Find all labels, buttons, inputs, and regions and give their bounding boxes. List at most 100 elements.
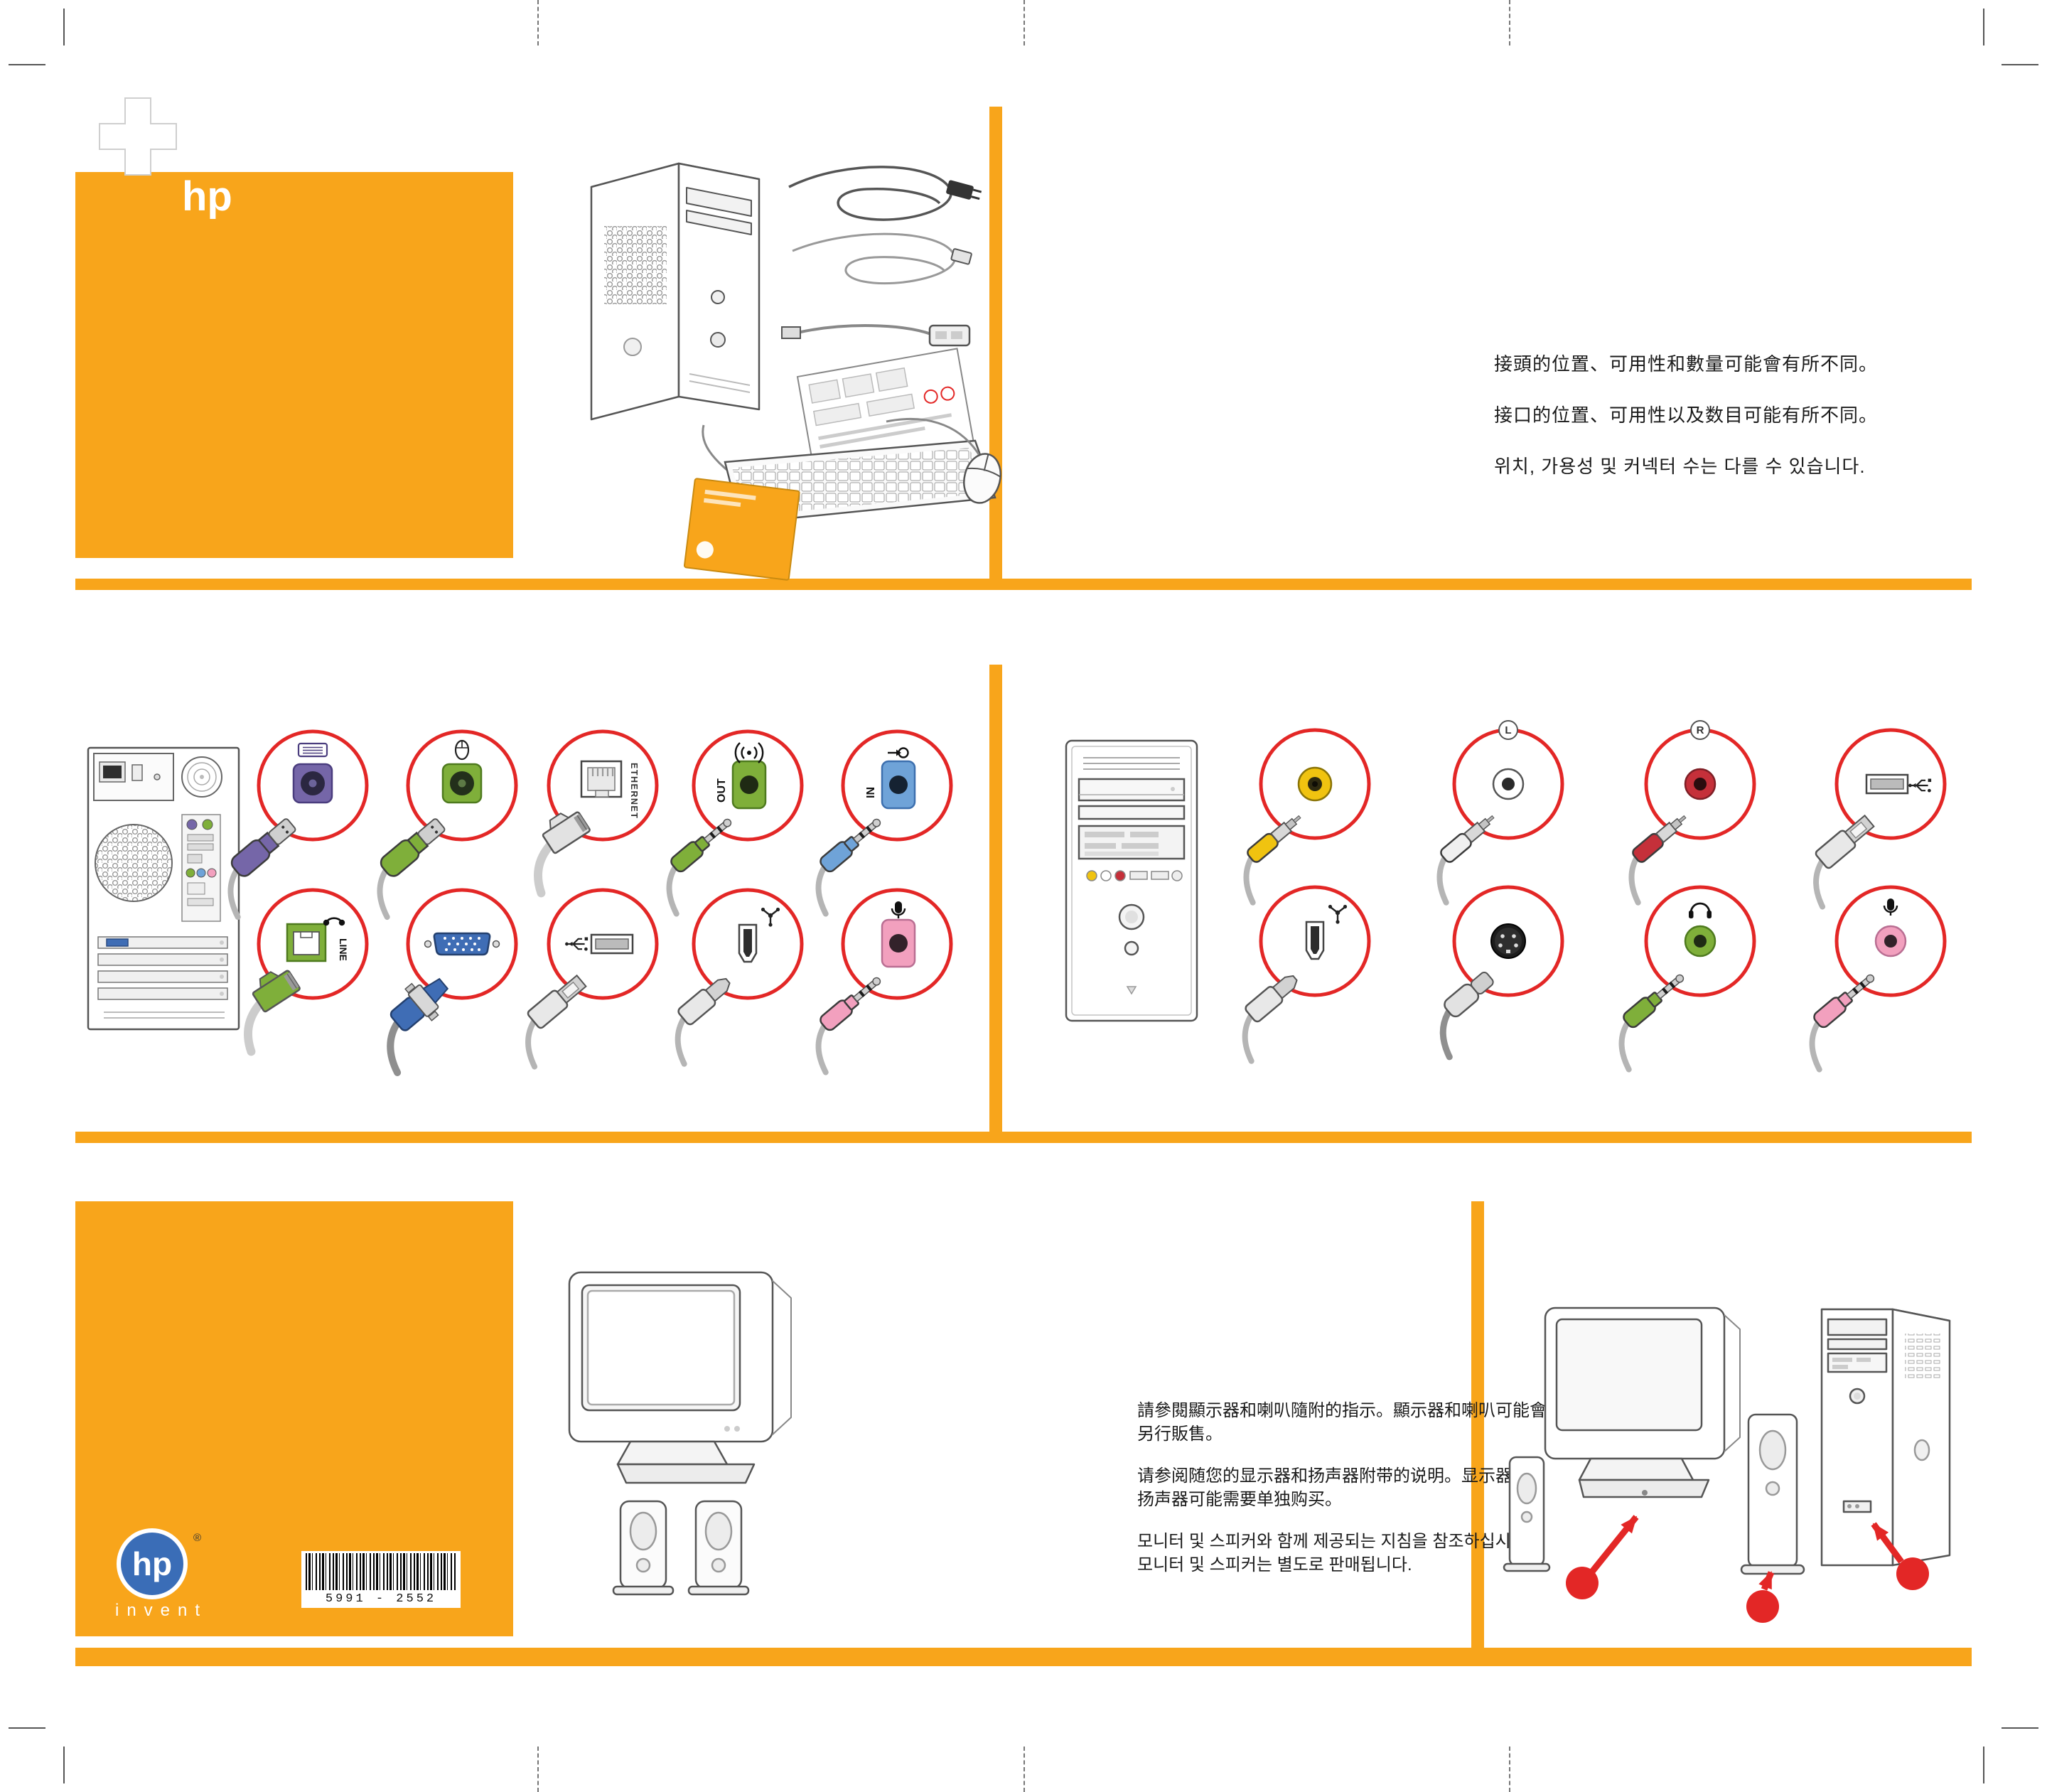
line-label: LINE: [338, 938, 349, 961]
microphone-icon: [1883, 898, 1898, 916]
usb-port-icon: [1865, 773, 1933, 795]
microphone-icon: [891, 901, 906, 918]
hp-logo-text: hp: [132, 1545, 172, 1582]
hp-wordmark: hp: [182, 173, 232, 220]
crop-mark: [1983, 9, 1984, 45]
divider-horizontal-middle: [75, 1132, 1972, 1143]
ps2-mouse-port-icon: [441, 739, 483, 804]
connection-marker-speaker: [1746, 1590, 1779, 1623]
connection-arrow-speaker: [1758, 1571, 1775, 1591]
note-line: 另行販售。: [1137, 1425, 1223, 1444]
ps2-keyboard-port-icon: [292, 742, 333, 804]
divider-vertical-bottom: [1471, 1201, 1484, 1662]
vga-port-icon: [424, 932, 500, 956]
fold-mark: [537, 1747, 539, 1792]
speaker-out-icon: [734, 742, 764, 763]
monitor-speaker-notes: 請參閱顯示器和喇叭隨附的指示。顯示器和喇叭可能會 另行販售。 请参阅随您的显示器…: [1137, 1399, 1547, 1595]
pc-tower-illustration: [590, 162, 761, 421]
right-channel-badge: R: [1690, 720, 1710, 740]
front-connector-diagram: L R: [1221, 720, 1947, 1061]
connection-markers: [1566, 1515, 1929, 1623]
ethernet-port-icon: ETHERNET: [580, 760, 639, 819]
connector-front-audio-left: L: [1418, 720, 1564, 903]
crop-mark: [9, 64, 45, 65]
connector-back-ps2-mouse: [356, 729, 518, 917]
connector-variation-notes: 接頭的位置、可用性和數量可能會有所不同。 接口的位置、可用性以及数目可能有所不同…: [1494, 350, 1878, 503]
audio-out-label: OUT: [716, 778, 728, 803]
crop-mark: [2002, 64, 2038, 65]
invent-label: invent: [115, 1601, 208, 1620]
barcode: 5991 - 2552: [301, 1551, 461, 1608]
barcode-bars: [306, 1553, 456, 1590]
connection-arrow-monitor: [1589, 1515, 1639, 1574]
connector-back-audio-in: IN: [797, 729, 953, 914]
registered-mark: ®: [193, 1532, 201, 1544]
headphones-icon: [1689, 902, 1712, 918]
manual-booklet-illustration: [683, 478, 800, 581]
audio-out-port-icon: OUT: [716, 742, 767, 810]
fold-mark: [1024, 1747, 1025, 1792]
note-zh-hant: 接頭的位置、可用性和數量可能會有所不同。: [1494, 353, 1879, 375]
note-line: 请参阅随您的显示器和扬声器附带的说明。显示器和: [1137, 1466, 1530, 1486]
note-line: 扬声器可能需要单独购买。: [1137, 1490, 1342, 1509]
left-channel-badge: L: [1498, 720, 1518, 740]
usb-extension-illustration: [781, 324, 971, 347]
hp-plus-mark: [99, 97, 177, 176]
brand-block-top-left: [75, 172, 513, 558]
note-zh-hans: 接口的位置、可用性以及数目可能有所不同。: [1494, 404, 1879, 426]
ethernet-label: ETHERNET: [629, 763, 639, 819]
headphones-port-icon: [1684, 902, 1716, 957]
microphone-port-icon: [1874, 898, 1907, 957]
phone-icon: [323, 917, 345, 926]
audio-right-port-icon: [1684, 768, 1716, 800]
pc-back-panel-illustration: [87, 746, 240, 1031]
usb-port-icon: [564, 933, 634, 955]
connector-front-usb: [1793, 728, 1947, 907]
connector-front-microphone: [1790, 885, 1947, 1070]
crop-mark: [63, 9, 65, 45]
crop-mark: [2002, 1727, 2038, 1729]
hp-invent-logo: hp ®: [117, 1528, 201, 1599]
connector-front-svideo: [1420, 885, 1564, 1057]
divider-vertical-middle: [989, 665, 1002, 1137]
box-contents-illustration: [590, 162, 1001, 581]
setup-connections-illustration: [1503, 1307, 1951, 1623]
note-line: 모니터 및 스피커와 함께 제공되는 지침을 참조하십시오.: [1137, 1532, 1532, 1551]
setup-sheet-illustration: [796, 348, 975, 475]
fold-mark: [1509, 1747, 1510, 1792]
power-cable-illustration: [788, 166, 982, 221]
right-channel-label: R: [1697, 724, 1704, 736]
connector-back-audio-out: OUT: [648, 729, 804, 914]
connector-back-microphone: [797, 888, 953, 1073]
connector-back-ethernet: ETHERNET: [510, 729, 659, 893]
note-zh-hans: 请参阅随您的显示器和扬声器附带的说明。显示器和 扬声器可能需要单独购买。: [1137, 1464, 1547, 1511]
fold-mark: [1024, 0, 1025, 45]
modem-cable-illustration: [792, 232, 972, 285]
monitor-speakers-illustration: [568, 1271, 792, 1596]
connector-back-firewire: [655, 888, 804, 1064]
note-zh-hant: 請參閱顯示器和喇叭隨附的指示。顯示器和喇叭可能會 另行販售。: [1137, 1399, 1547, 1446]
connector-back-ps2-keyboard: [207, 729, 369, 917]
connector-front-headphones: [1600, 885, 1756, 1070]
connector-front-audio-right: R: [1610, 720, 1756, 903]
note-line: 모니터 및 스피커는 별도로 판매됩니다.: [1137, 1555, 1412, 1574]
audio-in-port-icon: IN: [865, 747, 916, 810]
fold-mark: [537, 0, 539, 45]
barcode-number: 5991 - 2552: [325, 1592, 437, 1606]
pc-front-panel-illustration: [1065, 739, 1198, 1022]
connector-back-usb: [505, 888, 659, 1067]
left-channel-label: L: [1505, 724, 1511, 736]
connector-back-modem-line: LINE: [220, 888, 369, 1051]
connection-marker-monitor: [1566, 1567, 1599, 1599]
mouse-illustration: [886, 417, 1001, 504]
connector-front-firewire: [1223, 885, 1371, 1061]
connector-back-vga: [360, 888, 518, 1073]
composite-video-port-icon: [1297, 766, 1333, 802]
back-connector-diagram: ETHERNET OUT: [235, 729, 953, 1052]
modem-line-port-icon: LINE: [286, 917, 349, 962]
fold-mark: [1509, 0, 1510, 45]
microphone-port-icon: [881, 901, 916, 968]
audio-in-label: IN: [865, 787, 877, 798]
divider-horizontal-top: [75, 579, 1972, 590]
